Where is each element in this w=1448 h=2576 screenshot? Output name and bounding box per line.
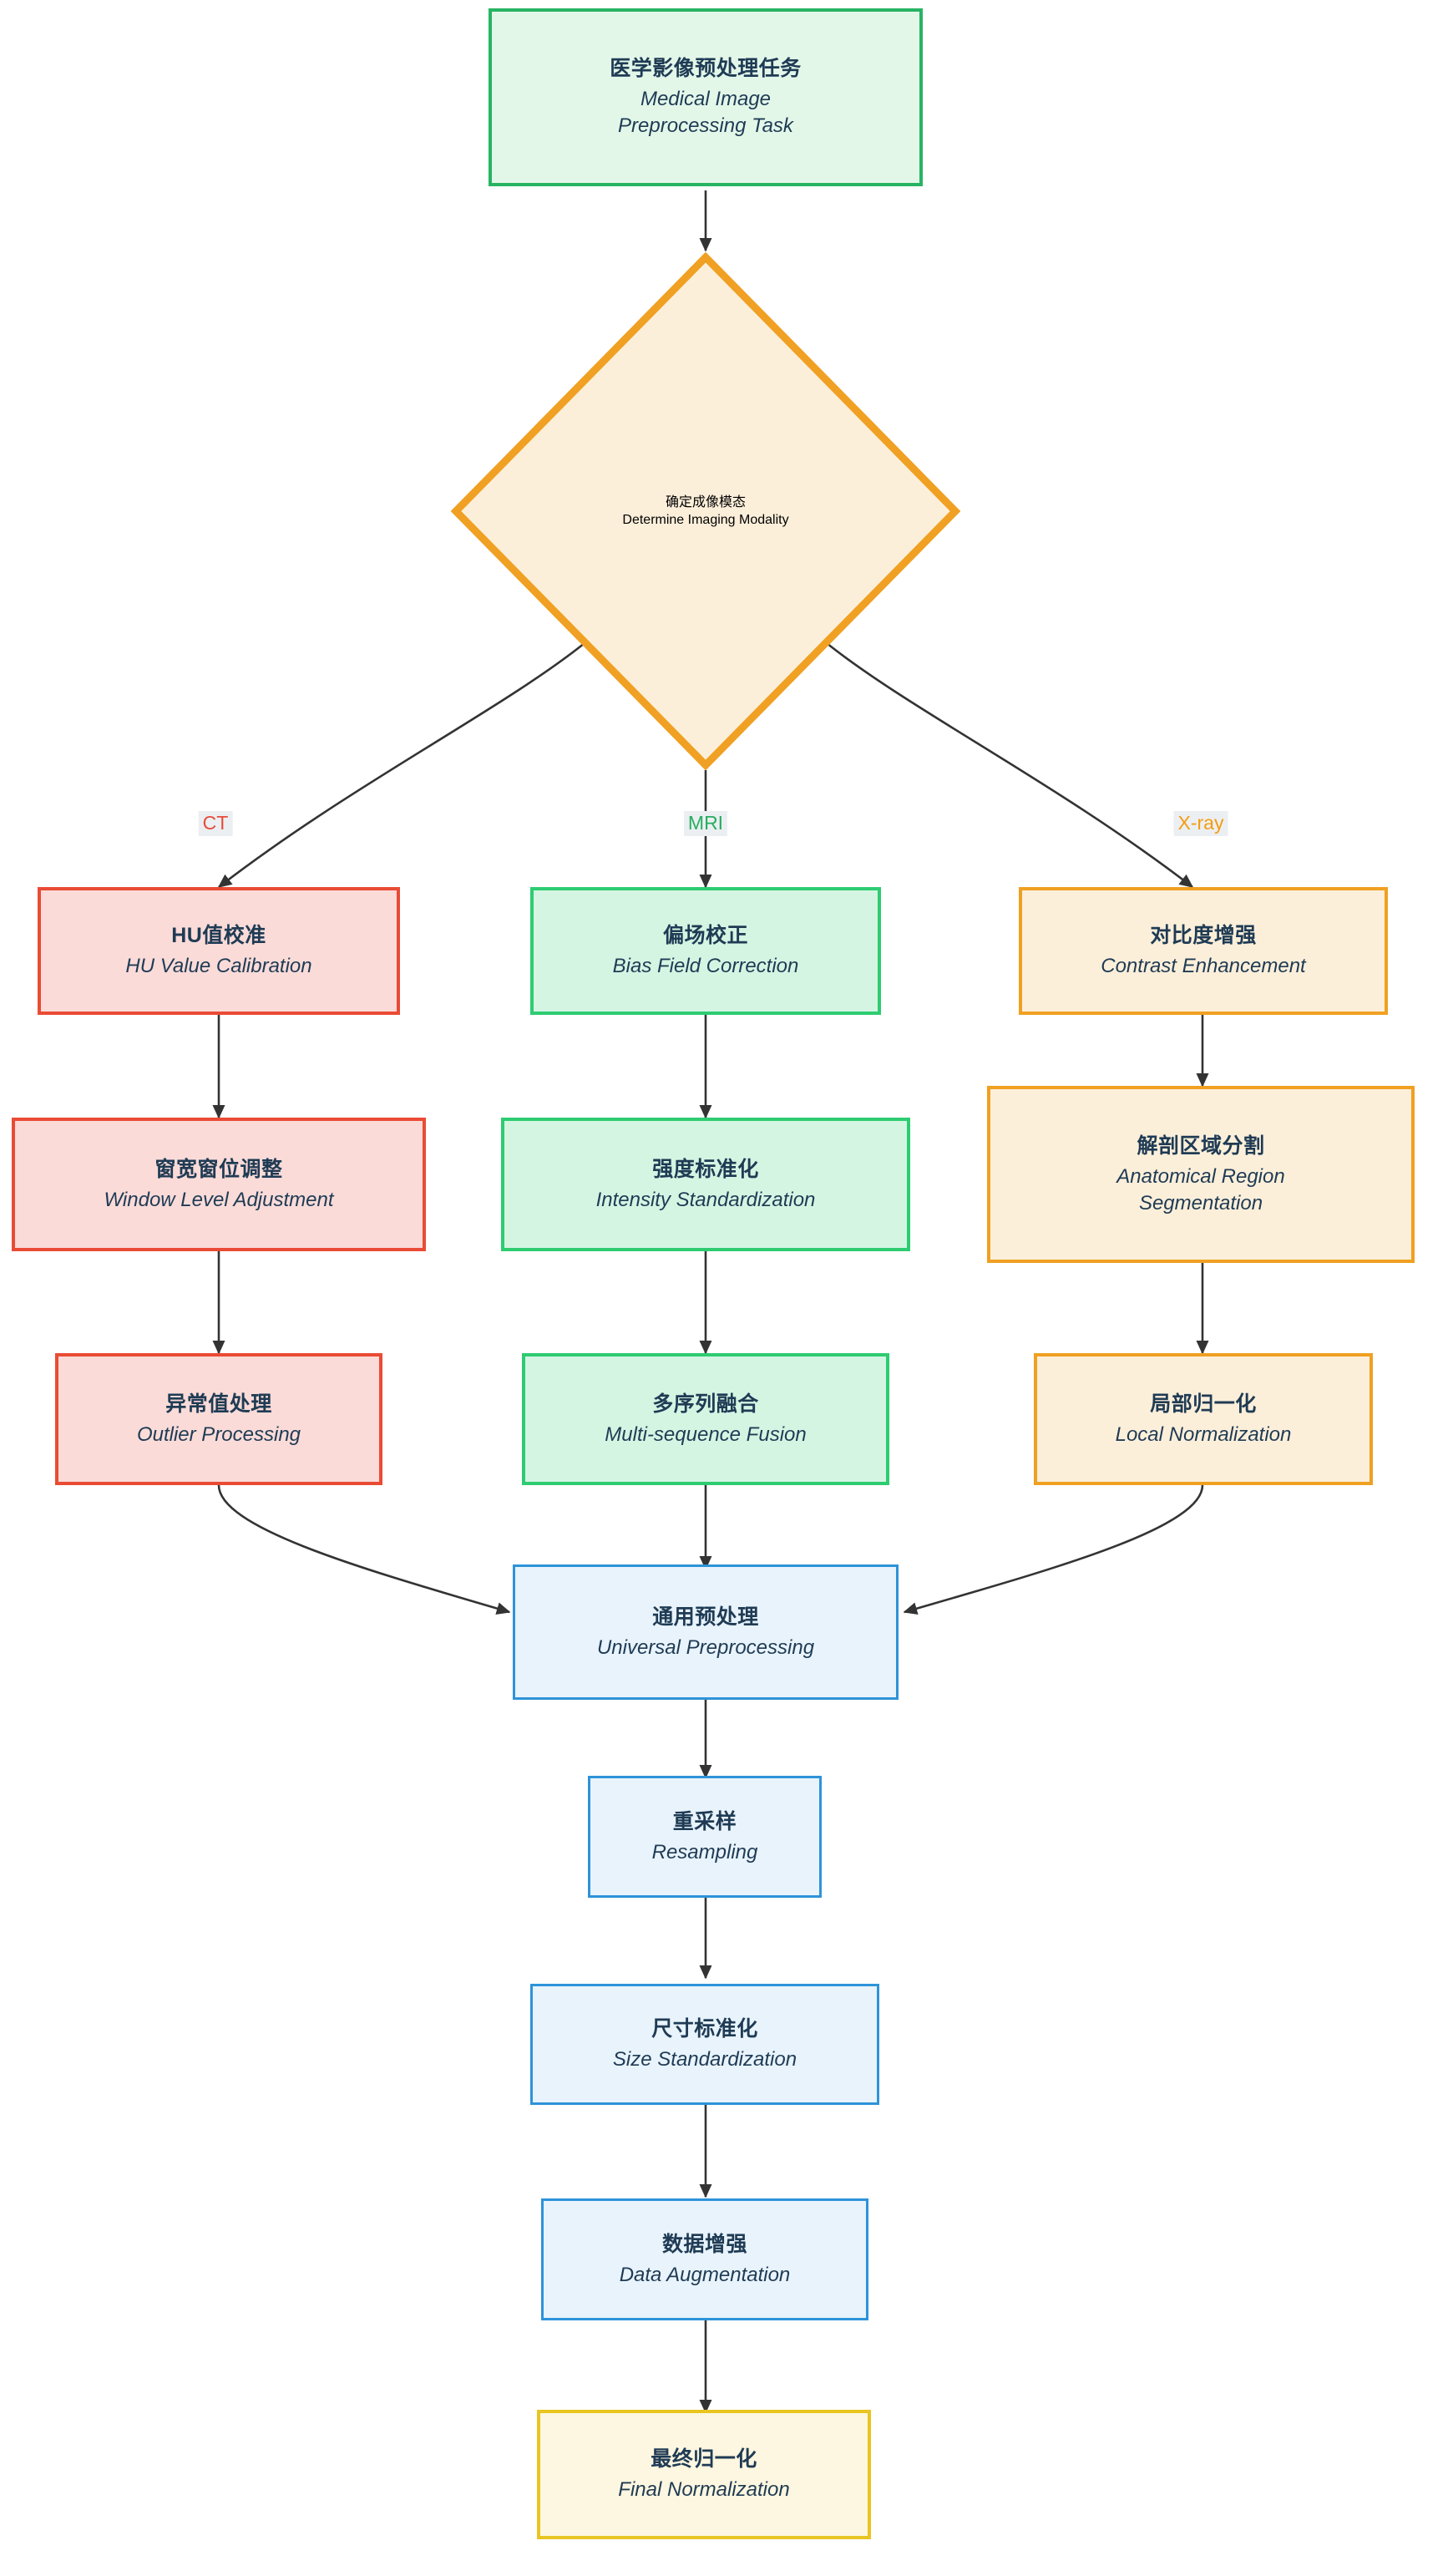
node-final[interactable]: 最终归一化 Final Normalization	[537, 2410, 871, 2539]
node-decision-en: Determine Imaging Modality	[622, 511, 788, 529]
node-ct2-en: Window Level Adjustment	[104, 1187, 333, 1214]
node-final-zh: 最终归一化	[651, 2447, 757, 2472]
node-start-en-line2: Preprocessing Task	[618, 114, 793, 137]
edge-label-xray: X-ray	[1173, 811, 1228, 836]
node-mri2-en-line1: Intensity Standardization	[595, 1188, 816, 1211]
node-universal-en: Universal Preprocessing	[597, 1635, 814, 1661]
node-resample-en: Resampling	[652, 1839, 758, 1866]
node-xray2-zh: 解剖区域分割	[1137, 1133, 1265, 1158]
node-ct3-en-line1: Outlier Processing	[136, 1422, 301, 1446]
node-decision-label: 确定成像模态 Determine Imaging Modality	[451, 252, 960, 770]
node-start-en-line1: Medical Image	[640, 88, 772, 111]
node-universal-zh: 通用预处理	[652, 1605, 759, 1629]
node-xray3-en: Local Normalization	[1116, 1422, 1292, 1448]
node-mri2-en: Intensity Standardization	[596, 1187, 816, 1214]
node-xray2-en: Anatomical Region Segmentation	[1116, 1164, 1284, 1216]
node-size[interactable]: 尺寸标准化 Size Standardization	[530, 1984, 879, 2105]
node-ct2-zh: 窗宽窗位调整	[154, 1157, 283, 1181]
node-decision-en-line1: Determine Imaging	[622, 513, 736, 527]
node-size-zh: 尺寸标准化	[651, 2017, 758, 2041]
node-augment-en: Data Augmentation	[620, 2262, 791, 2289]
node-size-en: Size Standardization	[613, 2046, 797, 2073]
node-mri3-zh: 多序列融合	[652, 1392, 759, 1416]
node-ct1-zh: HU值校准	[171, 924, 266, 948]
node-augment-zh: 数据增强	[661, 2232, 747, 2256]
node-augment-en-line1: Data Augmentation	[619, 2263, 791, 2286]
node-resample[interactable]: 重采样 Resampling	[588, 1776, 822, 1898]
node-ct1-en: HU Value Calibration	[125, 953, 311, 980]
node-ct2-en-line1: Window Level Adjustment	[104, 1188, 334, 1211]
node-xray3[interactable]: 局部归一化 Local Normalization	[1034, 1353, 1373, 1485]
node-ct3-zh: 异常值处理	[165, 1392, 272, 1416]
node-ct3[interactable]: 异常值处理 Outlier Processing	[55, 1353, 382, 1485]
node-augment[interactable]: 数据增强 Data Augmentation	[541, 2198, 868, 2320]
node-xray3-zh: 局部归一化	[1150, 1392, 1257, 1416]
node-mri1-en-line1: Bias Field Correction	[612, 955, 799, 978]
edge-xray3-to-universal	[903, 1484, 1204, 1615]
edge-label-mri: MRI	[683, 811, 728, 836]
node-mri3-en: Multi-sequence Fusion	[605, 1422, 806, 1448]
node-ct1[interactable]: HU值校准 HU Value Calibration	[38, 887, 400, 1015]
node-mri1-en: Bias Field Correction	[613, 953, 799, 980]
node-xray1-en-line1: Contrast Enhancement	[1101, 955, 1306, 978]
node-start[interactable]: 医学影像预处理任务 Medical Image Preprocessing Ta…	[489, 8, 923, 186]
node-xray2[interactable]: 解剖区域分割 Anatomical Region Segmentation	[987, 1086, 1415, 1263]
node-universal[interactable]: 通用预处理 Universal Preprocessing	[513, 1564, 899, 1700]
node-resample-zh: 重采样	[672, 1809, 737, 1833]
node-decision-zh: 确定成像模态	[665, 494, 746, 510]
node-final-en: Final Normalization	[618, 2477, 789, 2503]
node-resample-en-line1: Resampling	[651, 1840, 758, 1864]
node-mri1[interactable]: 偏场校正 Bias Field Correction	[530, 887, 881, 1015]
edge-ct3-to-universal	[217, 1484, 511, 1615]
node-xray3-en-line1: Local Normalization	[1115, 1422, 1292, 1446]
node-mri3-en-line1: Multi-sequence Fusion	[605, 1422, 807, 1446]
node-xray1-en: Contrast Enhancement	[1101, 953, 1305, 980]
node-mri1-zh: 偏场校正	[662, 924, 748, 948]
edge-label-ct: CT	[198, 811, 233, 836]
node-xray2-en-line2: Segmentation	[1138, 1191, 1263, 1214]
node-decision[interactable]: 确定成像模态 Determine Imaging Modality	[451, 252, 960, 770]
node-xray1[interactable]: 对比度增强 Contrast Enhancement	[1019, 887, 1388, 1015]
node-mri2[interactable]: 强度标准化 Intensity Standardization	[501, 1118, 910, 1251]
node-start-zh: 医学影像预处理任务	[610, 57, 802, 81]
node-xray2-en-line1: Anatomical Region	[1116, 1164, 1285, 1188]
node-xray1-zh: 对比度增强	[1150, 924, 1257, 948]
node-ct2[interactable]: 窗宽窗位调整 Window Level Adjustment	[12, 1118, 426, 1251]
node-final-en-line1: Final Normalization	[618, 2478, 790, 2502]
node-ct1-en-line1: HU Value Calibration	[125, 955, 312, 978]
node-start-en: Medical Image Preprocessing Task	[618, 86, 793, 139]
node-universal-en-line1: Universal Preprocessing	[596, 1635, 815, 1659]
node-size-en-line1: Size Standardization	[612, 2048, 797, 2071]
node-decision-en-line2: Modality	[739, 513, 789, 527]
diamond-shape	[451, 252, 960, 770]
node-mri3[interactable]: 多序列融合 Multi-sequence Fusion	[522, 1353, 889, 1485]
node-mri2-zh: 强度标准化	[652, 1157, 759, 1181]
node-ct3-en: Outlier Processing	[137, 1422, 301, 1448]
